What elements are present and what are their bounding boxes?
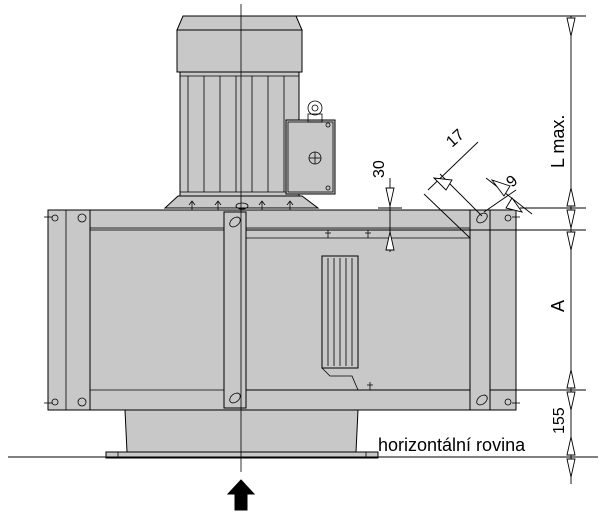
right-frame [469,209,491,411]
dimension-chain [566,16,576,484]
horizontal-plane-label: horizontální rovina [378,435,526,455]
motor-top-housing [176,29,303,73]
dimension-9 [483,177,533,215]
airflow-arrow-icon [226,479,256,511]
motor [163,15,336,212]
motor-ribs [180,75,299,193]
dimension-label-l-max: L max. [548,115,568,168]
motor-flange [163,195,320,209]
dimension-label-30: 30 [371,160,388,178]
extension-lines [296,15,586,391]
left-flange [47,209,91,411]
dimension-label-a: A [548,300,568,312]
inlet-base-plate [105,451,379,459]
center-frame [223,211,247,409]
dimension-label-17: 17 [443,126,468,151]
fan-housing [44,209,520,411]
motor-body [179,71,300,197]
dimension-17 [423,141,483,239]
dimension-label-155: 155 [551,407,568,434]
dimension-30 [385,178,395,252]
right-flange [489,209,517,411]
lifting-eye-icon [307,100,323,116]
motor-cap [176,15,303,31]
inlet-nozzle [124,409,359,453]
inlet [105,409,379,459]
terminal-box [285,119,336,195]
